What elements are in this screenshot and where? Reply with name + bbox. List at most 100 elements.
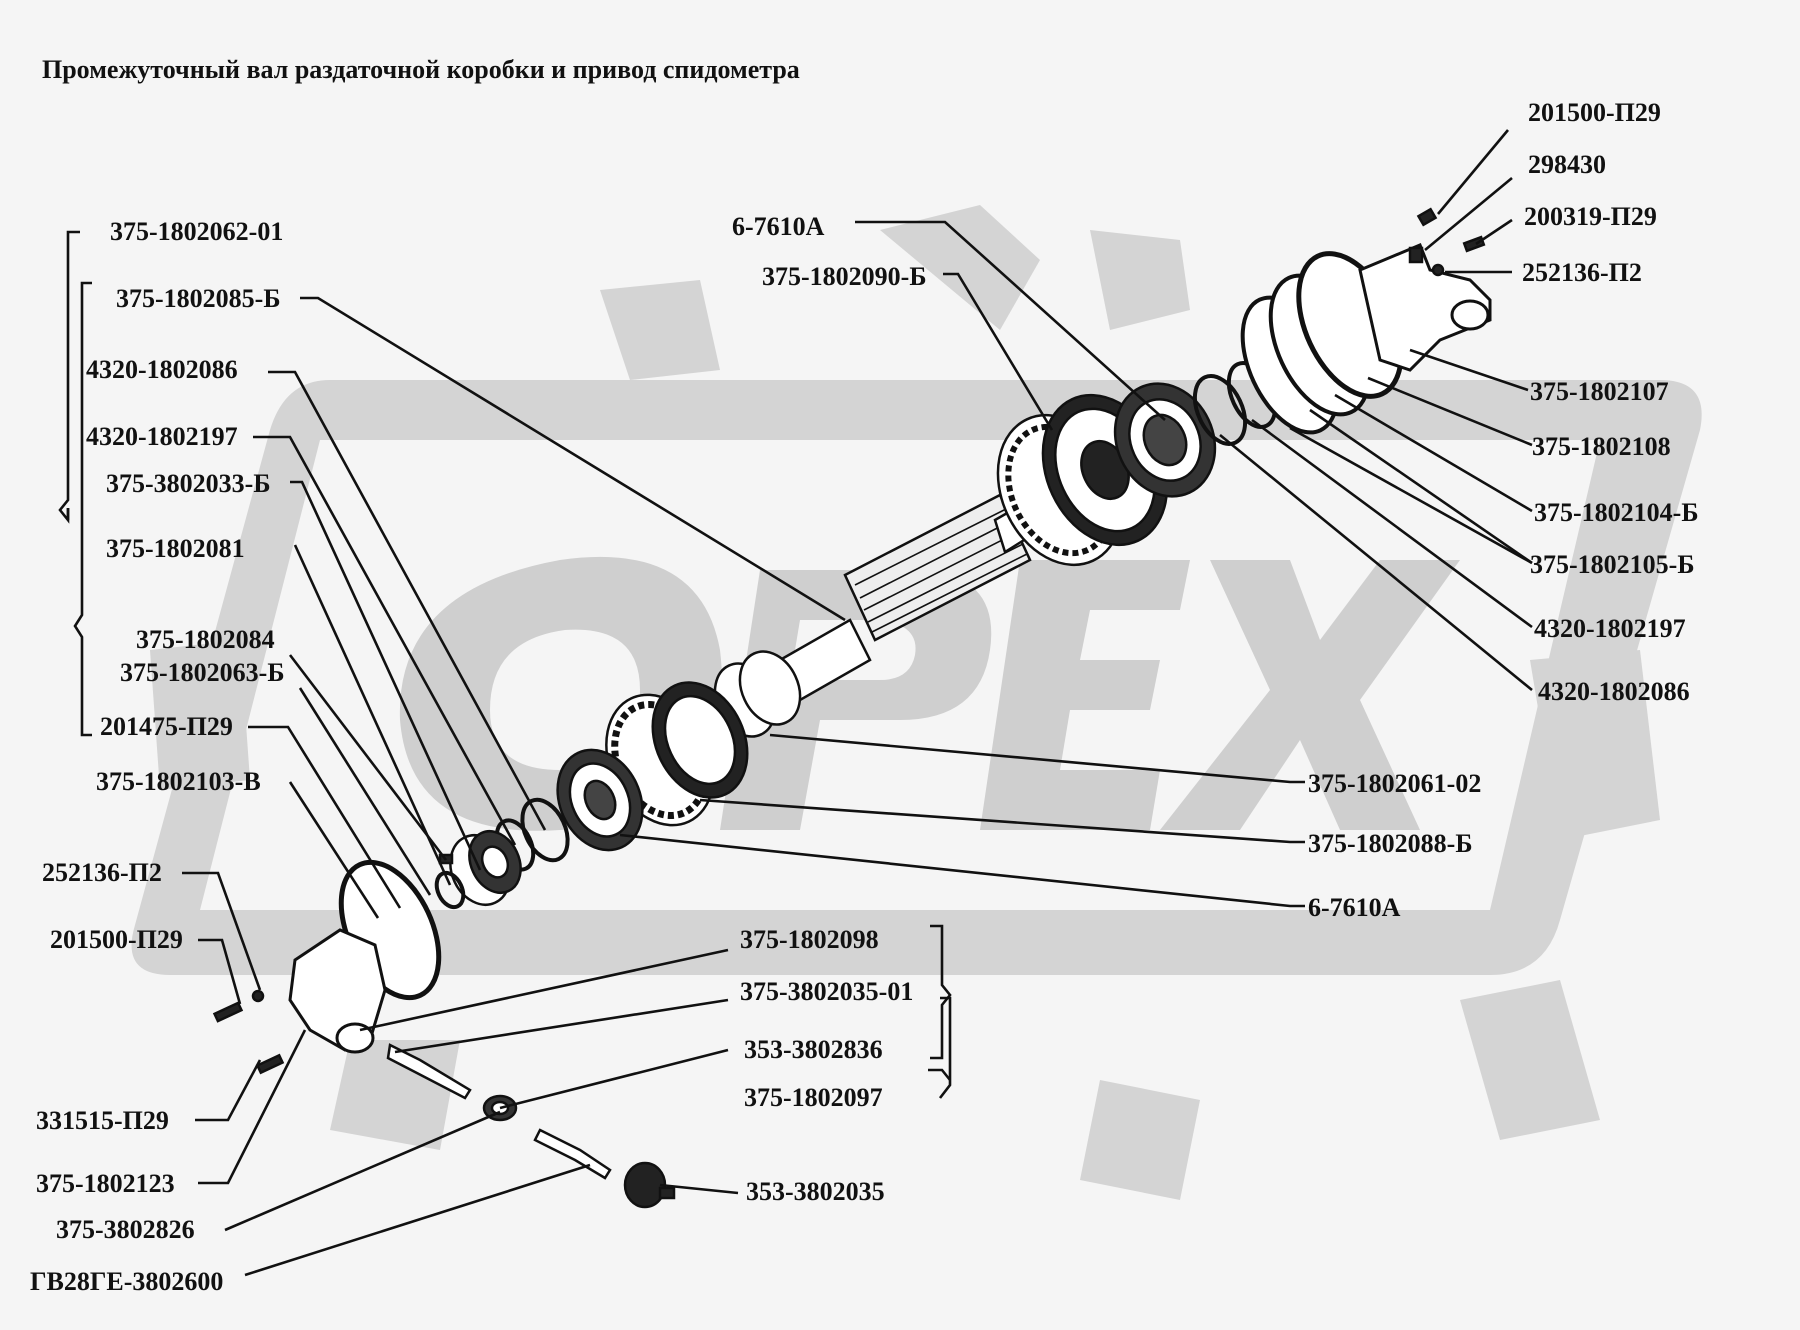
- label-l19: 375-1802107: [1530, 377, 1669, 406]
- watermark-panel: [131, 380, 1702, 975]
- leader-l30: [499, 1048, 729, 1110]
- label-l20: 375-1802108: [1532, 432, 1671, 461]
- leader-l22b: [1289, 426, 1533, 565]
- label-l15: 201475-П29: [100, 712, 233, 741]
- leader-l27: [619, 833, 1305, 908]
- leader-l3: [1475, 218, 1513, 246]
- label-l25: 375-1802061-02: [1308, 769, 1481, 798]
- leader-l32: [195, 1059, 262, 1122]
- leader-l5: [855, 220, 1166, 421]
- label-l26: 375-1802088-Б: [1308, 829, 1473, 858]
- leader-l13: [288, 654, 448, 861]
- leader-l10: [253, 435, 517, 846]
- leader-l12: [293, 544, 452, 886]
- leader-l2: [1424, 176, 1513, 252]
- watermark-letter-e: [980, 560, 1190, 830]
- label-l17: 252136-П2: [42, 858, 162, 887]
- leader-l19: [1409, 348, 1529, 392]
- leader-l11: [290, 480, 482, 871]
- label-l35: 353-3802035: [746, 1177, 885, 1206]
- rear-cover: [1358, 243, 1492, 372]
- leader-l6: [943, 272, 1054, 431]
- label-l6: 375-1802090-Б: [762, 262, 927, 291]
- watermark-gear-tooth: [1460, 980, 1600, 1140]
- leader-l35: [659, 1183, 739, 1195]
- bearing-bottom: [556, 748, 644, 852]
- label-l21: 375-1802104-Б: [1534, 498, 1699, 527]
- label-l18: 201500-П29: [50, 925, 183, 954]
- leader-l20: [1367, 376, 1533, 447]
- label-l28: 375-1802098: [740, 925, 879, 954]
- watermark-gear-tooth: [880, 205, 1040, 330]
- leader-l21: [1334, 393, 1533, 513]
- label-l32: 331515-П29: [36, 1106, 169, 1135]
- label-l36: ГВ28ГЕ-3802600: [30, 1267, 223, 1296]
- leader-l17: [182, 871, 262, 991]
- label-l23: 4320-1802197: [1534, 614, 1686, 643]
- label-l7: 375-1802062-01: [110, 217, 283, 246]
- label-l34: 375-3802826: [56, 1215, 195, 1244]
- right-outer-brace: [928, 1068, 952, 1081]
- leader-lines: [182, 129, 1533, 1277]
- diagram-title: Промежуточный вал раздаточной коробки и …: [42, 55, 800, 84]
- watermark-letter-r: [720, 570, 992, 830]
- leader-l28: [359, 948, 729, 1032]
- label-l9: 4320-1802086: [86, 355, 238, 384]
- leader-l29: [394, 998, 729, 1054]
- label-l5: 6-7610А: [732, 212, 825, 241]
- leader-l14: [298, 687, 432, 896]
- watermark: [131, 205, 1702, 1200]
- right-inner-brace: [930, 924, 952, 1060]
- leader-l9: [268, 370, 547, 831]
- braces: [58, 230, 952, 1099]
- label-l16: 375-1802103-В: [96, 767, 261, 796]
- label-l29: 375-3802035-01: [740, 977, 913, 1006]
- leader-l23: [1251, 418, 1533, 629]
- parts-assembly: [212, 207, 1492, 1209]
- drive-shaft-long: [533, 1128, 612, 1180]
- leader-l1: [1437, 129, 1509, 215]
- watermark-gear-tooth: [1080, 1080, 1200, 1200]
- watermark-gear-tooth: [600, 280, 720, 380]
- label-l12: 375-1802081: [106, 534, 245, 563]
- label-l14: 375-1802063-Б: [120, 658, 285, 687]
- leader-l22a: [1309, 408, 1533, 565]
- front-cover-assembly: [288, 859, 442, 1054]
- sleeve-375-1802061: [713, 650, 802, 738]
- label-l11: 375-3802033-Б: [106, 469, 271, 498]
- left-inner-brace: [73, 281, 92, 737]
- bearing-top: [1113, 382, 1217, 498]
- speedometer-gear: [434, 830, 522, 910]
- watermark-letter-x: [1160, 560, 1460, 830]
- label-l2: 298430: [1528, 150, 1606, 179]
- leader-l8: [300, 296, 846, 622]
- label-l24: 4320-1802086: [1538, 677, 1690, 706]
- label-l22: 375-1802105-Б: [1530, 550, 1695, 579]
- speedometer-drive: [386, 1043, 676, 1209]
- label-l10: 4320-1802197: [86, 422, 238, 451]
- leader-l33: [198, 1029, 307, 1185]
- label-l30: 353-3802836: [744, 1035, 883, 1064]
- part-labels: 201500-П29 298430 200319-П29 252136-П2 6…: [30, 98, 1699, 1296]
- fasteners-top: [1408, 207, 1486, 277]
- leader-l15: [248, 725, 402, 909]
- leader-l16: [288, 781, 380, 919]
- leader-l18: [198, 938, 242, 1005]
- label-l27: 6-7610А: [1308, 893, 1401, 922]
- shaft-splines: [854, 507, 1028, 633]
- label-l3: 200319-П29: [1524, 202, 1657, 231]
- leader-l26: [699, 798, 1305, 844]
- drive-shaft-small: [386, 1043, 472, 1100]
- leader-l25: [769, 733, 1305, 784]
- cover-plates-top: [1240, 243, 1492, 435]
- fasteners-bottom: [212, 989, 285, 1075]
- shaft-spline-section: [843, 493, 1032, 642]
- leader-l36: [244, 1163, 591, 1277]
- label-l31: 375-1802097: [744, 1083, 883, 1112]
- label-l33: 375-1802123: [36, 1169, 175, 1198]
- left-outer-brace: [58, 230, 80, 524]
- gear-375-1802088: [605, 681, 749, 827]
- label-l1: 201500-П29: [1528, 98, 1661, 127]
